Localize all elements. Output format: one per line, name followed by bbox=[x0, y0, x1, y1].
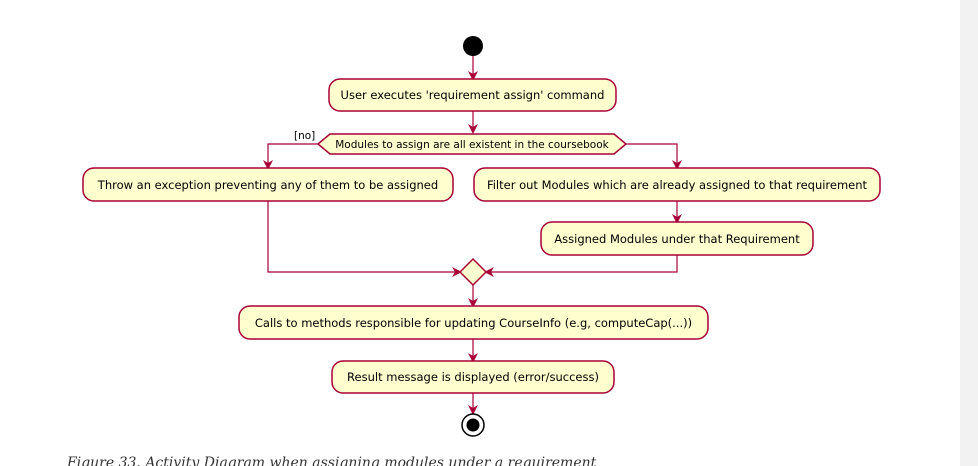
figure-caption: Figure 33. Activity Diagram when assigni… bbox=[67, 455, 597, 466]
node-user-executes-label: User executes 'requirement assign' comma… bbox=[341, 88, 605, 102]
activity-diagram: User executes 'requirement assign' comma… bbox=[82, 36, 881, 437]
node-throw-exception-label: Throw an exception preventing any of the… bbox=[97, 178, 438, 192]
node-calls-methods-label: Calls to methods responsible for updatin… bbox=[255, 316, 692, 330]
end-node bbox=[461, 413, 485, 437]
node-assigned-modules: Assigned Modules under that Requirement bbox=[540, 221, 814, 256]
page-scrollbar[interactable] bbox=[960, 0, 978, 466]
node-user-executes: User executes 'requirement assign' comma… bbox=[328, 78, 617, 112]
edge-decision-yes bbox=[626, 143, 682, 170]
edge-decision-no bbox=[263, 143, 318, 170]
node-result-message: Result message is displayed (error/succe… bbox=[331, 360, 615, 394]
guard-no-label: [no] bbox=[294, 130, 315, 142]
edge-assigned-to-merge bbox=[484, 255, 678, 277]
edge-throw-to-merge bbox=[267, 201, 462, 277]
merge-node bbox=[458, 257, 488, 287]
node-assigned-modules-label: Assigned Modules under that Requirement bbox=[554, 232, 800, 246]
node-result-message-label: Result message is displayed (error/succe… bbox=[347, 370, 599, 384]
node-filter-out-label: Filter out Modules which are already ass… bbox=[487, 178, 868, 192]
decision-node: Modules to assign are all existent in th… bbox=[316, 133, 628, 155]
node-calls-methods: Calls to methods responsible for updatin… bbox=[238, 305, 709, 340]
edges bbox=[263, 56, 682, 415]
node-filter-out: Filter out Modules which are already ass… bbox=[473, 167, 881, 202]
decision-label: Modules to assign are all existent in th… bbox=[335, 139, 609, 151]
node-throw-exception: Throw an exception preventing any of the… bbox=[82, 167, 454, 202]
start-node bbox=[463, 36, 483, 56]
